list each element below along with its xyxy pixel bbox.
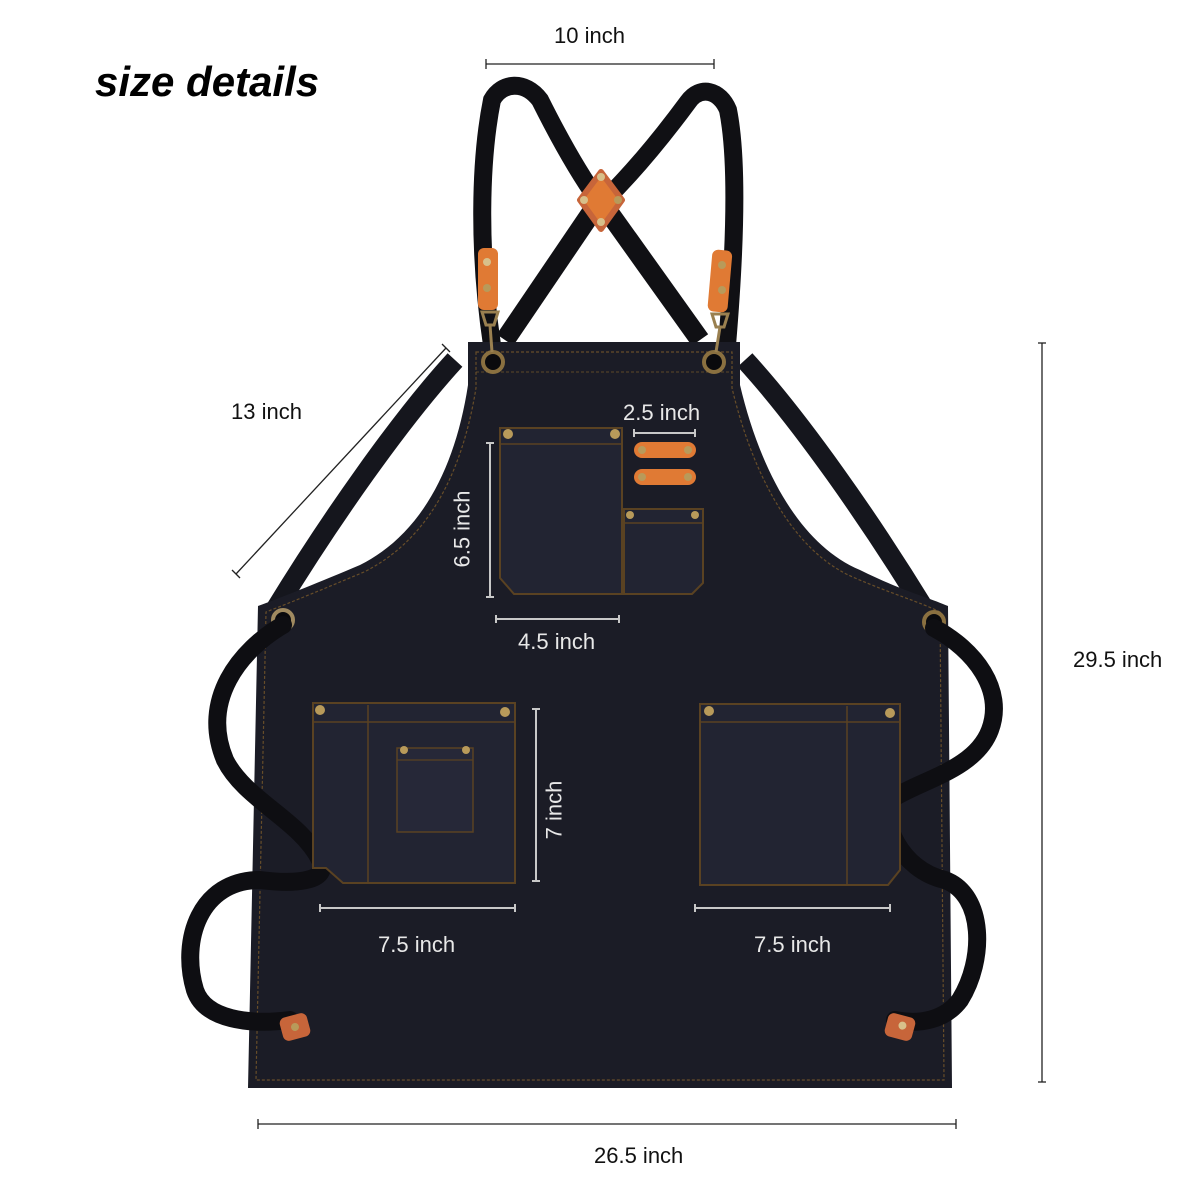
outer-dimension-lines [231,59,1046,1129]
apron-body [248,342,952,1088]
strap-span-label: 10 inch [554,23,625,48]
page-title: size details [95,58,320,105]
total-length-label: 29.5 inch [1073,647,1163,672]
neck-strap-label: 13 inch [231,399,302,424]
shoulder-straps [266,76,934,616]
chest-pocket-width-label: 4.5 inch [518,629,596,654]
lower-pockets [312,702,901,886]
strap-hardware [478,169,733,353]
bottom-width-label: 26.5 inch [594,1143,684,1168]
inner-dimension-lines [319,429,891,912]
left-pocket-width-label: 7.5 inch [378,932,456,957]
left-pocket-height-label: 7 inch [541,780,567,840]
right-pocket-width-label: 7.5 inch [754,932,832,957]
pen-loops-width-label: 2.5 inch [623,400,701,425]
chest-pocket-height-label: 6.5 inch [449,490,475,568]
chest-pockets [499,427,704,595]
